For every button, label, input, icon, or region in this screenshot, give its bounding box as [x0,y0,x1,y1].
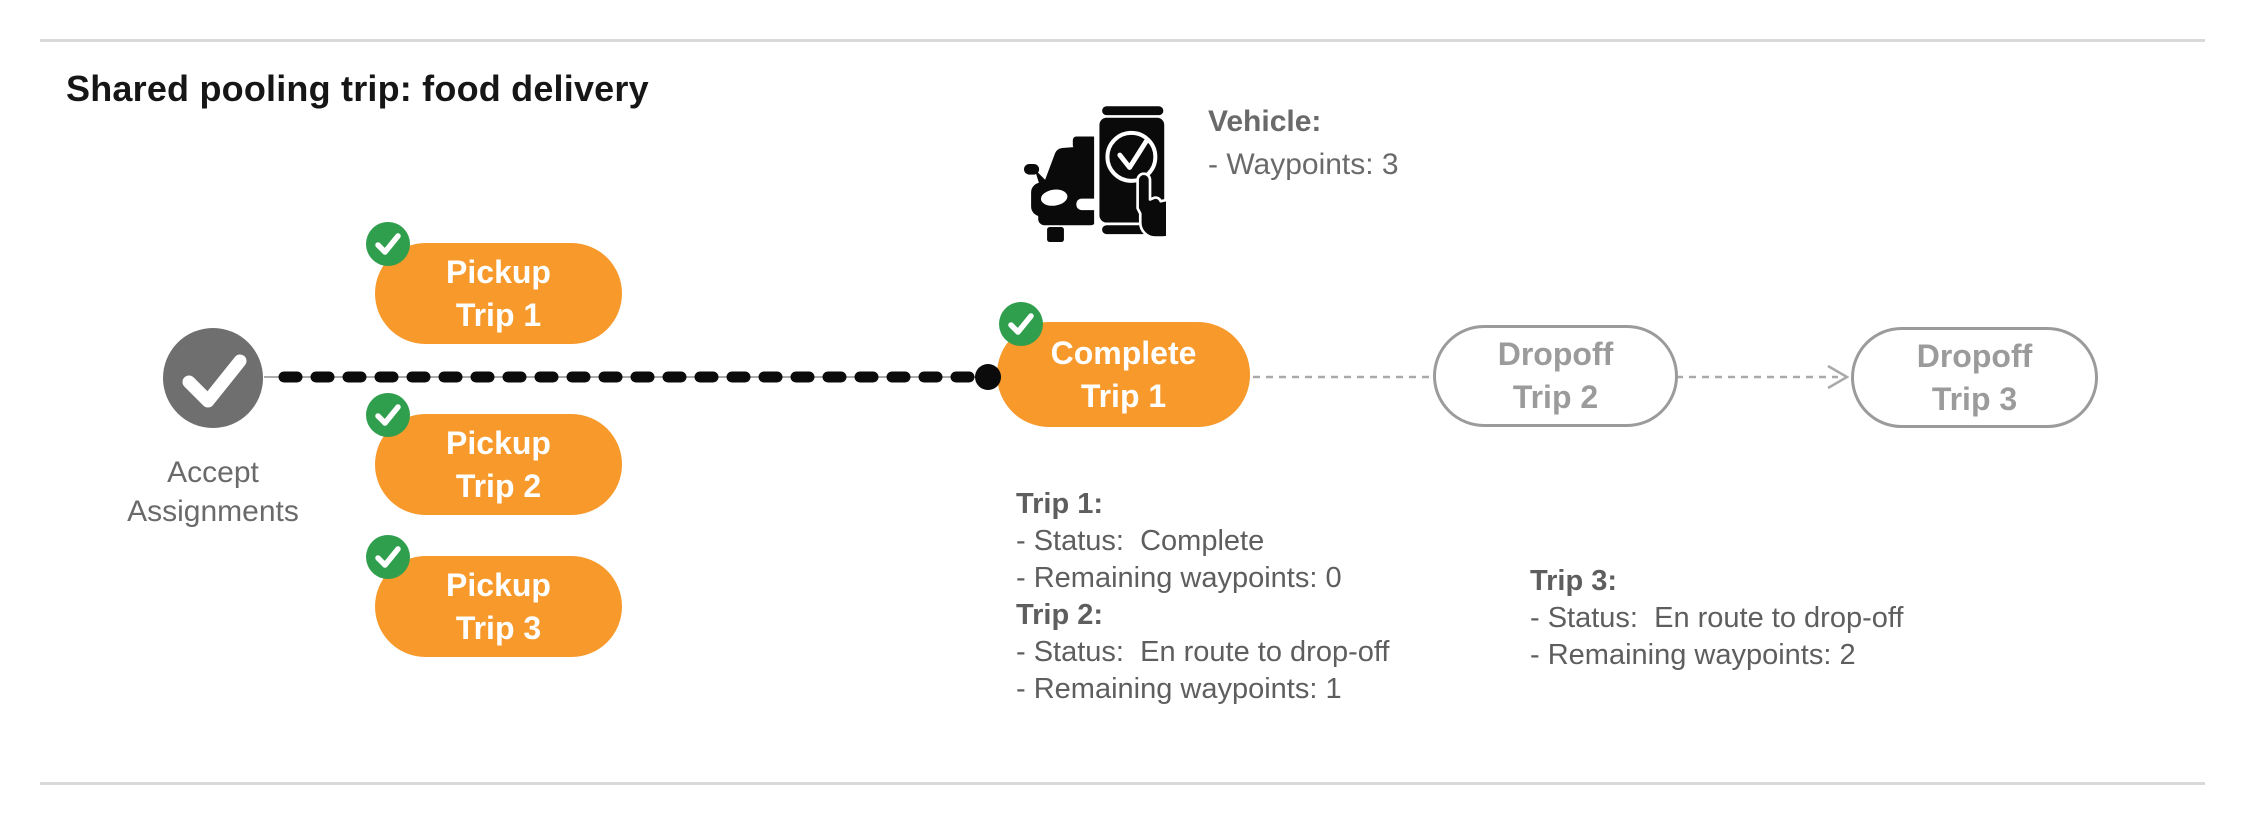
pill-label-line1: Pickup [446,566,551,603]
accept-assignments-label: Accept Assignments [127,456,299,528]
pill-label-line1: Dropoff [1916,337,2033,374]
check-badge-icon [366,535,410,579]
pill-label-line2: Trip 1 [1080,377,1167,414]
status-line: Trip 2: [1016,599,1104,631]
status-block-trip-3: Trip 3: - Status: En route to drop-off -… [1530,563,1903,674]
status-line: - Status: En route to drop-off [1016,636,1390,668]
status-line: - Status: Complete [1016,525,1265,557]
vehicle-info: Vehicle: - Waypoints: 3 [1208,100,1399,186]
current-waypoint-dot [975,364,1001,390]
status-block-trip-1-2: Trip 1: - Status: Complete - Remaining w… [1016,486,1389,708]
check-icon [182,354,247,408]
vehicle-waypoints: - Waypoints: 3 [1208,148,1399,181]
node-pickup-trip-1: Pickup Trip 1 [366,222,622,344]
vehicle-icon [1024,101,1166,243]
status-line: - Status: En route to drop-off [1530,602,1904,634]
check-badge-icon [366,222,410,266]
pill-label-line1: Complete [1050,334,1197,371]
pill-label-line2: Trip 2 [455,467,542,504]
top-divider [40,39,2205,42]
pill-label-line2: Trip 3 [1931,380,2018,417]
node-dropoff-trip-3: Dropoff Trip 3 [1851,327,2098,428]
status-line: - Remaining waypoints: 2 [1530,639,1856,671]
bottom-divider [40,782,2205,785]
pill-label-line2: Trip 3 [455,609,542,646]
node-accept-assignments [163,328,263,428]
check-badge-icon [999,302,1043,346]
node-pickup-trip-2: Pickup Trip 2 [366,393,622,515]
pill-label-line1: Dropoff [1497,336,1614,372]
pill-label-line2: Trip 2 [1512,379,1599,415]
pill-label-line1: Pickup [446,253,551,290]
status-line: Trip 1: [1016,488,1104,520]
status-line: - Remaining waypoints: 1 [1016,673,1342,705]
pill-label-line1: Pickup [446,424,551,461]
node-complete-trip-1: Complete Trip 1 [997,302,1250,427]
node-dropoff-trip-2: Dropoff Trip 2 [1433,325,1678,427]
node-pickup-trip-3: Pickup Trip 3 [366,535,622,657]
check-badge-icon [366,393,410,437]
vehicle-label: Vehicle: [1208,105,1322,138]
status-line: Trip 3: [1530,565,1618,597]
page-title: Shared pooling trip: food delivery [66,68,649,109]
pill-label-line2: Trip 1 [455,296,542,333]
status-line: - Remaining waypoints: 0 [1016,562,1342,594]
